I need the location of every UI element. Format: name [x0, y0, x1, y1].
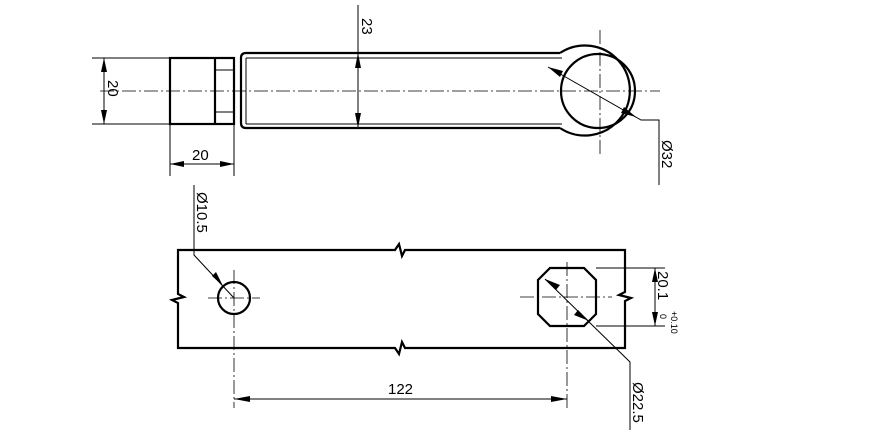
dim-diameter-22-5-label: Ø22.5	[629, 382, 646, 423]
dim-122-label: 122	[388, 381, 413, 398]
dimension-122: 122	[234, 381, 567, 402]
top-view: 23 20 20 Ø32	[92, 5, 675, 185]
ring-eye	[559, 44, 637, 137]
tolerance-upper: +0.10	[669, 311, 679, 334]
dim-20-horizontal-label: 20	[192, 147, 209, 164]
dimension-diameter-10-5: Ø10.5	[193, 185, 235, 299]
dim-23-label: 23	[358, 18, 375, 35]
dimension-20-vertical: 20	[92, 57, 170, 125]
bottom-view: Ø10.5 20.1 +0.10 0 Ø22.5 122	[168, 185, 679, 430]
hole-circle	[216, 280, 252, 316]
dimension-20-horizontal: 20	[169, 124, 235, 176]
arm-outline	[168, 241, 635, 357]
dim-diameter-32-label: Ø32	[658, 140, 675, 168]
dim-20-vertical-label: 20	[104, 80, 121, 97]
dimension-diameter-32: Ø32	[547, 66, 675, 185]
dimension-23: 23	[355, 5, 375, 128]
octagon-hole	[536, 266, 598, 328]
dimension-diameter-22-5: Ø22.5	[544, 278, 646, 430]
rod	[239, 51, 562, 130]
tolerance-lower: 0	[658, 314, 668, 319]
dim-20-1-label: 20.1	[654, 271, 671, 300]
hex-block	[168, 56, 236, 126]
dim-diameter-10-5-label: Ø10.5	[193, 192, 210, 233]
dimension-20-1: 20.1 +0.10 0	[596, 267, 679, 334]
